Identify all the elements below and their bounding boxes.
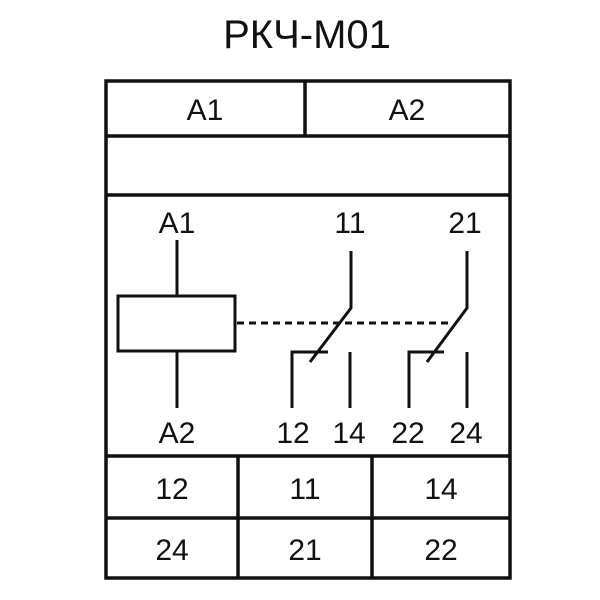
terminal-cell: 12 — [155, 473, 188, 506]
top-terminal-a2: A2 — [389, 94, 426, 127]
contact1-nc — [290, 350, 328, 408]
housing-outline — [104, 79, 512, 580]
label-a2: A2 — [159, 417, 196, 450]
coil — [116, 294, 237, 353]
label-14: 14 — [332, 417, 365, 450]
label-a1: A1 — [159, 207, 196, 240]
terminal-cell: 14 — [424, 473, 457, 506]
terminal-cell: 21 — [288, 534, 321, 567]
label-22: 22 — [391, 417, 424, 450]
label-24: 24 — [449, 417, 482, 450]
top-terminal-a1: A1 — [187, 94, 224, 127]
contact2-switch — [425, 251, 469, 363]
terminal-cell: 24 — [155, 534, 188, 567]
schematic-lines — [116, 240, 469, 408]
contact2-nc — [407, 350, 444, 408]
label-12: 12 — [276, 417, 309, 450]
terminal-cell: 11 — [289, 473, 320, 506]
label-11: 11 — [334, 207, 365, 240]
terminal-cell: 22 — [424, 534, 457, 567]
contact1-switch — [308, 251, 353, 363]
diagram-title: РКЧ-М01 — [223, 13, 391, 57]
label-21: 21 — [448, 207, 481, 240]
